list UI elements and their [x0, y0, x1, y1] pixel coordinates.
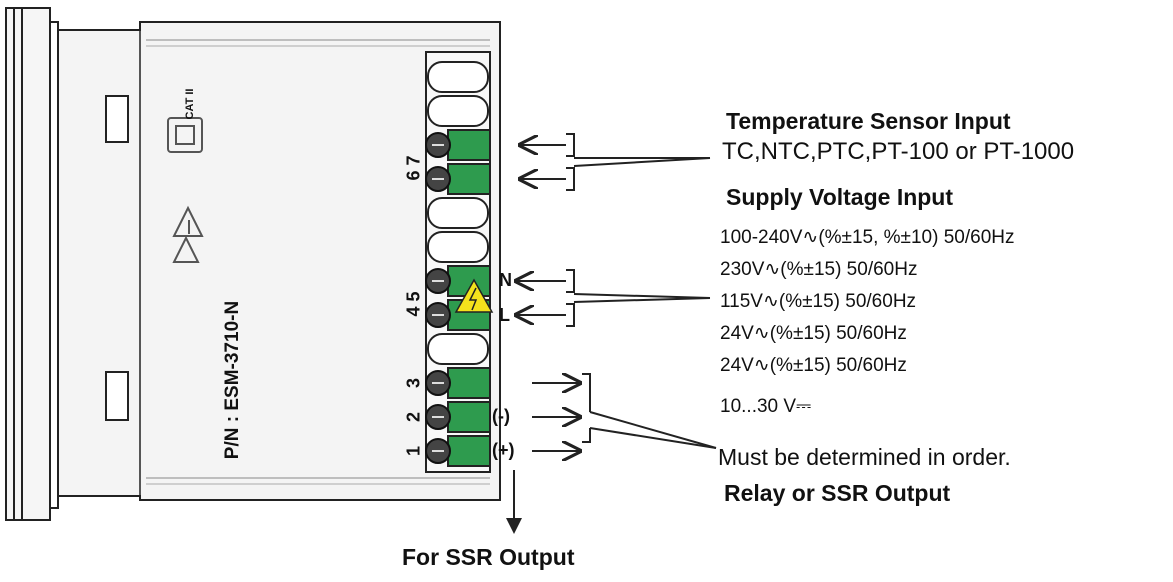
supply-option-4: 24V∿(%±15) 50/60Hz: [720, 323, 907, 344]
terminal-number-3: 3: [403, 377, 424, 389]
terminal-3: [425, 367, 491, 399]
temp-sensor-title: Temperature Sensor Input: [726, 108, 1011, 134]
supply-option-1: 100-240V∿(%±15, %±10) 50/60Hz: [720, 227, 1015, 248]
terminal-number-4-5: 4 5: [403, 291, 424, 317]
line-pin-label: L: [499, 305, 510, 325]
terminal-2: [425, 401, 491, 433]
temp-sensor-arrows: [520, 133, 711, 191]
order-note: Must be determined in order.: [718, 444, 1011, 470]
neutral-pin-label: N: [499, 270, 512, 290]
terminal-number-1: 1: [403, 445, 424, 457]
part-number-label: P/N : ESM-3710-N: [222, 300, 243, 460]
supply-voltage-title: Supply Voltage Input: [726, 184, 954, 210]
supply-option-3: 115V∿(%±15) 50/60Hz: [720, 291, 917, 312]
ssr-output-title: For SSR Output: [402, 544, 575, 570]
terminal-number-2: 2: [403, 411, 424, 423]
terminal-6: [425, 129, 491, 161]
temp-sensor-types: TC,NTC,PTC,PT-100 or PT-1000: [722, 138, 1075, 165]
terminal-number-6-7: 6 7: [403, 155, 424, 181]
high-voltage-warning-icon: [454, 278, 494, 313]
ssr-output-arrow: [506, 470, 522, 534]
relay-output-title: Relay or SSR Output: [724, 480, 951, 506]
certification-marks: [167, 117, 204, 263]
supply-voltage-arrows: [516, 269, 711, 327]
relay-output-arrows: [532, 373, 717, 451]
front-bezel: [5, 7, 59, 521]
plus-pin-label: (+): [492, 440, 515, 460]
supply-option-2: 230V∿(%±15) 50/60Hz: [720, 259, 918, 280]
minus-pin-label: (-): [492, 406, 510, 426]
empty-terminal-slots: [427, 61, 489, 365]
cat-ii-label: CAT II: [184, 88, 196, 120]
terminal-7: [425, 163, 491, 195]
supply-option-6: 10...30 V⎓: [720, 396, 812, 417]
terminal-1: [425, 435, 491, 467]
supply-option-5: 24V∿(%±15) 50/60Hz: [720, 355, 907, 376]
